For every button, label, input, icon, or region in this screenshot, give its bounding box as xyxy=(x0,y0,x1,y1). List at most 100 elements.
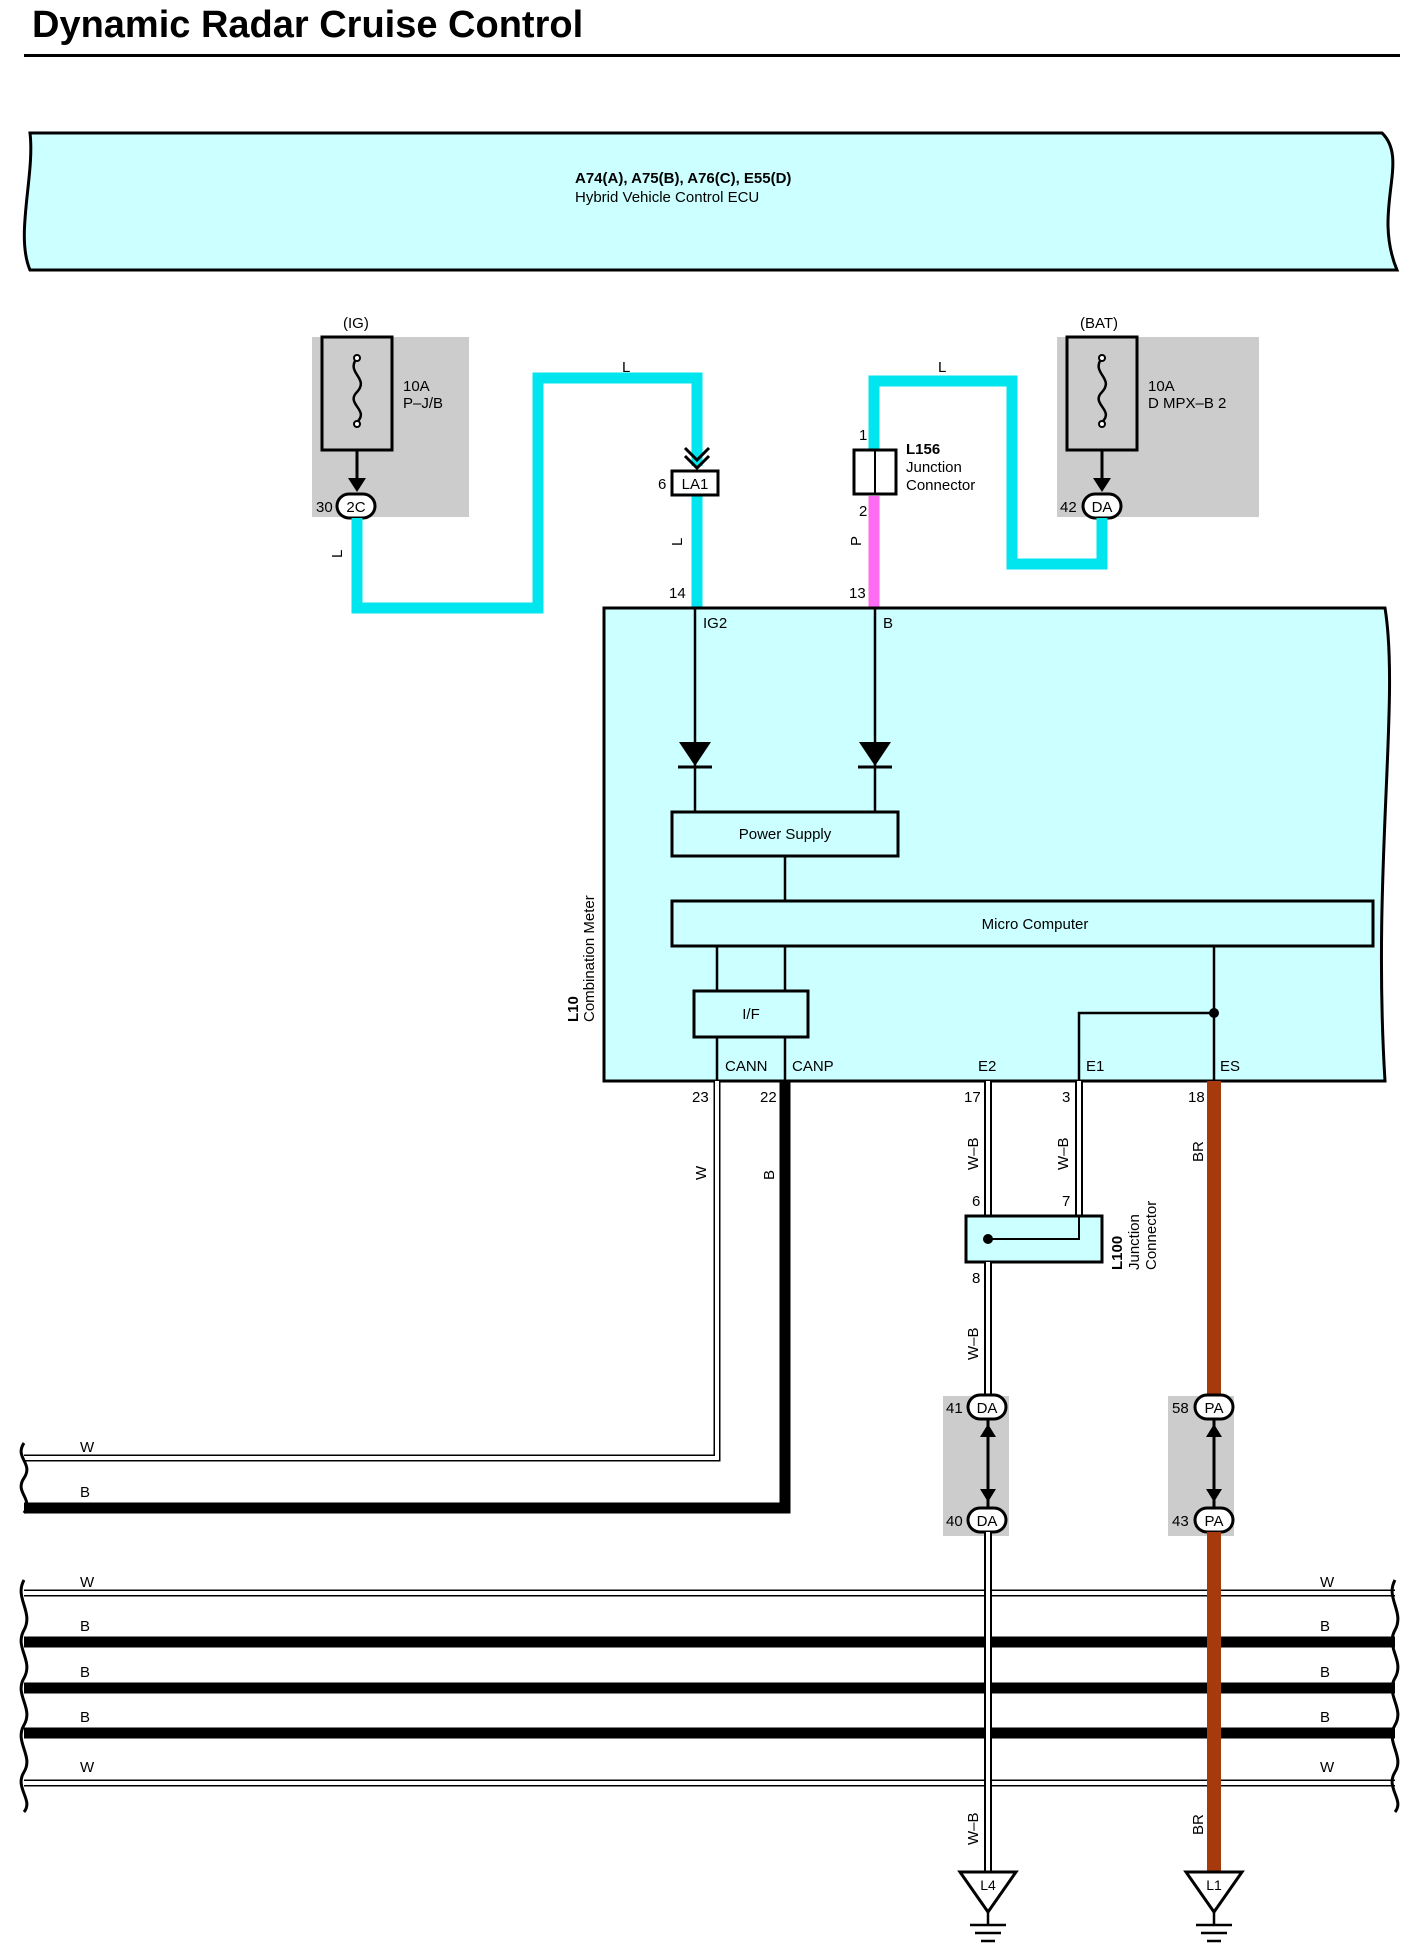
fuse-bat-icon xyxy=(1097,357,1108,423)
l100-pin-7: 7 xyxy=(1062,1193,1070,1210)
meter-pin-cann: 23 xyxy=(692,1089,709,1106)
combination-meter-box xyxy=(602,606,1392,1083)
bus-row-1-label-right: W xyxy=(1320,1574,1335,1591)
ecu-name: Hybrid Vehicle Control ECU xyxy=(575,189,759,206)
junction-dot-l100 xyxy=(983,1234,993,1244)
fuse-ig-arrow xyxy=(348,478,366,492)
junction-dot-meter xyxy=(1209,1008,1219,1018)
meter-term-canp: CANP xyxy=(792,1058,834,1075)
bus-row-1-label-left: W xyxy=(80,1574,95,1591)
pa-conn-pin-top: 58 xyxy=(1172,1400,1189,1417)
wire-canp-b xyxy=(24,1081,791,1514)
fuse-bat-shade xyxy=(1057,337,1259,517)
da-conn-pin-top: 41 xyxy=(946,1400,963,1417)
fuse-ig-supply: (IG) xyxy=(343,315,369,332)
ground-l4-icon xyxy=(970,1912,1006,1943)
ground-l4-triangle xyxy=(957,1870,1019,1915)
fuse-bat-rating: 10A xyxy=(1148,378,1175,395)
label-wb-8: W–B xyxy=(965,1327,982,1360)
break-mark-right xyxy=(1390,1579,1400,1813)
fuse-bat-pin: 42 xyxy=(1060,499,1077,516)
meter-pin-b: 13 xyxy=(849,585,866,602)
bus-row-2-label-right: B xyxy=(1320,1618,1330,1635)
bus-row-3-label-left: B xyxy=(80,1664,90,1681)
l156-name-1: Junction xyxy=(906,459,962,476)
fuse-ig-connector-label: 2C xyxy=(346,499,365,516)
pa-conn-pin-bottom: 43 xyxy=(1172,1513,1189,1530)
meter-term-e2: E2 xyxy=(978,1058,996,1075)
l100-pin-8: 8 xyxy=(972,1270,980,1287)
power-supply-label: Power Supply xyxy=(739,826,832,843)
bus-row-5-label-left: W xyxy=(80,1759,95,1776)
meter-pin-e2: 17 xyxy=(964,1089,981,1106)
la1-chevron xyxy=(683,446,711,471)
bus-row-2-label-left: B xyxy=(80,1618,90,1635)
page-title: Dynamic Radar Cruise Control xyxy=(32,4,584,46)
meter-term-b: B xyxy=(883,615,893,632)
meter-pin-canp: 22 xyxy=(760,1089,777,1106)
wire-cann-w xyxy=(24,1081,721,1462)
da-conn-top-label: DA xyxy=(977,1400,998,1417)
diode-b xyxy=(859,742,891,766)
l100-pin-6: 6 xyxy=(972,1193,980,1210)
label-cann-wire: W xyxy=(693,1165,710,1180)
meter-term-e1: E1 xyxy=(1086,1058,1104,1075)
bus-row-4-label-right: B xyxy=(1320,1709,1330,1726)
fuse-ig-rating: 10A xyxy=(403,378,430,395)
fuse-ig-name: P–J/B xyxy=(403,395,443,412)
micro-computer-block xyxy=(670,899,1375,948)
ground-l1-triangle xyxy=(1183,1870,1245,1915)
ecu-banner xyxy=(22,131,1400,272)
meter-name: Combination Meter xyxy=(581,895,598,1022)
fuse-bat-name: D MPX–B 2 xyxy=(1148,395,1226,412)
meter-pin-ig2: 14 xyxy=(669,585,686,602)
l156-pin-top: 1 xyxy=(859,427,867,444)
label-br-ground: BR xyxy=(1190,1814,1207,1835)
da-conn-bottom-label: DA xyxy=(977,1513,998,1530)
can-w-label: W xyxy=(80,1439,95,1456)
label-canp-wire: B xyxy=(761,1170,778,1180)
label-ig-wire-top: L xyxy=(622,359,630,376)
interface-block xyxy=(692,989,810,1039)
label-wb-17: W–B xyxy=(965,1137,982,1170)
pa-conn-bottom-label: PA xyxy=(1205,1513,1224,1530)
meter-code: L10 xyxy=(565,996,582,1022)
can-b-label: B xyxy=(80,1484,90,1501)
ground-l1-label: L1 xyxy=(1206,1877,1222,1893)
meter-term-cann: CANN xyxy=(725,1058,768,1075)
diode-ig2 xyxy=(679,742,711,766)
l156-pin-bottom: 2 xyxy=(859,503,867,520)
label-p-wire: P xyxy=(848,536,865,546)
fuse-bat-arrow xyxy=(1093,478,1111,492)
label-la1-wire: L xyxy=(669,538,686,546)
break-mark-left xyxy=(19,1442,29,1813)
wire-bat-l xyxy=(868,375,1108,570)
meter-pin-e1: 3 xyxy=(1062,1089,1070,1106)
meter-term-ig2: IG2 xyxy=(703,615,727,632)
fuse-ig-pin: 30 xyxy=(316,499,333,516)
label-wb-ground: W–B xyxy=(965,1812,982,1845)
da-conn-pin-bottom: 40 xyxy=(946,1513,963,1530)
ground-l1-icon xyxy=(1196,1912,1232,1943)
micro-computer-label: Micro Computer xyxy=(982,916,1089,933)
fuse-bat-connector-label: DA xyxy=(1092,499,1113,516)
label-br-18: BR xyxy=(1190,1141,1207,1162)
meter-pin-es: 18 xyxy=(1188,1089,1205,1106)
la1-connector-label: LA1 xyxy=(682,476,709,493)
l100-name-1: Junction xyxy=(1126,1214,1143,1270)
label-wb-3: W–B xyxy=(1055,1137,1072,1170)
fuse-bat-supply: (BAT) xyxy=(1080,315,1118,332)
label-ig-wire: L xyxy=(329,550,346,558)
ecu-connectors: A74(A), A75(B), A76(C), E55(D) xyxy=(575,170,791,187)
bus-row-4-label-left: B xyxy=(80,1709,90,1726)
pa-conn-top-label: PA xyxy=(1205,1400,1224,1417)
l100-name-2: Connector xyxy=(1143,1201,1160,1270)
ground-l4-label: L4 xyxy=(980,1877,996,1893)
bus-row-5-label-right: W xyxy=(1320,1759,1335,1776)
bus-row-3-label-right: B xyxy=(1320,1664,1330,1681)
wire-ig-l xyxy=(351,372,703,614)
l100-code: L100 xyxy=(1109,1236,1126,1270)
label-bat-wire: L xyxy=(938,359,946,376)
fuse-ig-icon xyxy=(352,357,363,423)
l156-code: L156 xyxy=(906,441,940,458)
